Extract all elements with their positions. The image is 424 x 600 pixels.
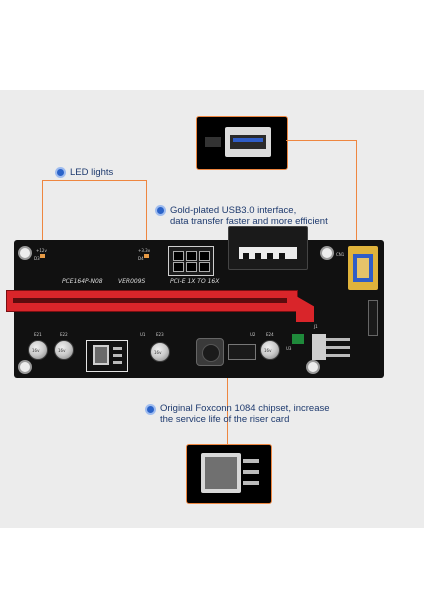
jumper-label: J1 xyxy=(314,324,318,329)
usb-port-zoom xyxy=(225,127,271,157)
led1-ref: D3 xyxy=(34,256,40,261)
chipset-1084 xyxy=(93,345,109,365)
led-callout-line-2 xyxy=(146,180,147,242)
small-ic xyxy=(228,344,256,360)
usb-callout-line2: data transfer faster and more efficient xyxy=(170,216,328,227)
cap-label-e21: E21 xyxy=(34,332,42,337)
chip-u1-label: U1 xyxy=(140,332,146,337)
smd-component-green xyxy=(292,334,304,344)
cap-rating-2: 16v xyxy=(58,348,66,353)
cap-rating-1: 16v xyxy=(32,348,40,353)
usb-callout-line-v xyxy=(356,140,357,248)
usb-zoom-inset xyxy=(196,116,288,170)
cap-label-e23: E23 xyxy=(156,332,164,337)
voltage-regulator xyxy=(312,334,326,360)
chip-u3-label: U3 xyxy=(286,346,292,351)
sata-connector xyxy=(228,226,308,270)
mount-hole xyxy=(18,246,32,260)
cap-rating-4: 16v xyxy=(264,348,272,353)
board-version-label: VER009S xyxy=(118,278,146,285)
capacitor-e24 xyxy=(260,340,280,360)
led2-ref: D4 xyxy=(138,256,144,261)
power-connector-6pin xyxy=(168,246,214,276)
led2-label: +3.3v xyxy=(138,248,151,253)
chip-callout-line2: the service life of the riser card xyxy=(160,414,290,425)
usb-callout-line1: Gold-plated USB3.0 interface, xyxy=(170,205,297,216)
capacitor-e22 xyxy=(54,340,74,360)
mount-hole xyxy=(306,360,320,374)
pin-header xyxy=(368,300,378,336)
led1-indicator xyxy=(40,254,45,258)
usb-callout-line-h xyxy=(286,140,356,141)
usb3-port xyxy=(348,246,378,290)
chip-zoom xyxy=(201,453,241,493)
pcie-label: PCI-E 1X TO 16X xyxy=(170,278,220,285)
led-callout-text: LED lights xyxy=(70,167,114,178)
cap-label-e22: E22 xyxy=(60,332,68,337)
chip-u2-label: U2 xyxy=(250,332,256,337)
pcie-x16-slot xyxy=(6,290,298,312)
inductor xyxy=(196,338,224,366)
chip-callout-line1: Original Foxconn 1084 chipset, increase xyxy=(160,403,330,414)
chip-zoom-inset xyxy=(186,444,272,504)
capacitor-e21 xyxy=(28,340,48,360)
board-model-label: PCE164P-N08 xyxy=(62,278,103,285)
chipset-frame xyxy=(86,340,128,372)
cn1-label: CN1 xyxy=(336,252,345,257)
mount-hole xyxy=(320,246,334,260)
led-callout-line-h xyxy=(42,180,43,242)
pcie-slot-latch xyxy=(296,296,314,322)
riser-board: +12v D3 +3.3v D4 CN1 PCE164P-N08 VER009S… xyxy=(6,226,384,378)
led1-label: +12v xyxy=(36,248,47,253)
led-bullet-icon xyxy=(57,169,64,176)
cap-rating-3: 16v xyxy=(154,350,162,355)
led-callout-line-top xyxy=(42,180,146,181)
usb-bullet-icon xyxy=(157,207,164,214)
capacitor-e23 xyxy=(150,342,170,362)
led2-indicator xyxy=(144,254,149,258)
chip-bullet-icon xyxy=(147,406,154,413)
mount-hole xyxy=(18,360,32,374)
chip-callout-line-v xyxy=(227,376,228,444)
cap-label-e24: E24 xyxy=(266,332,274,337)
